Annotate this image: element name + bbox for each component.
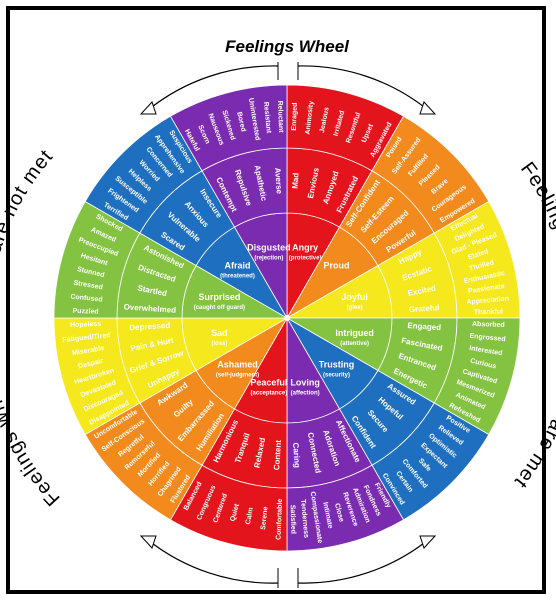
tier3-emotion-label: Serene xyxy=(260,506,270,530)
core-emotion-label: Sad xyxy=(211,328,228,338)
tier3-segment xyxy=(169,84,288,172)
tier2-emotion-label: Content xyxy=(272,439,283,470)
arrow-top-right-icon xyxy=(419,101,437,115)
core-emotion-label: Trusting xyxy=(319,359,355,369)
core-emotion-label: Intrigued xyxy=(335,328,374,338)
tier2-emotion-label: Overwhelmed xyxy=(123,302,176,314)
core-emotion-sublabel: (rejection) xyxy=(254,255,283,261)
core-emotion-sublabel: (attentive) xyxy=(340,341,369,347)
core-emotion-sublabel: (affection) xyxy=(291,391,320,397)
tier3-emotion-label: Tenderness xyxy=(299,499,309,538)
tier3-emotion-label: Hopeless xyxy=(70,321,101,329)
arrow-bottom-right-icon xyxy=(419,535,437,549)
tier3-emotion-label: Jealous xyxy=(319,107,331,134)
wheel-title: Feelings Wheel xyxy=(225,37,350,56)
tier2-emotion-label: Averse xyxy=(273,167,284,194)
core-emotion-sublabel: (protective) xyxy=(289,255,322,261)
core-emotion-sublabel: (caught off guard) xyxy=(194,305,245,311)
bottom-bracket-arc xyxy=(147,539,279,584)
core-emotion-label: Ashamed xyxy=(217,359,258,369)
core-emotion-label: Afraid xyxy=(224,261,250,271)
tier2-emotion-label: Grateful xyxy=(409,303,440,314)
core-emotion-label: Joyful xyxy=(341,292,368,302)
core-emotion-label: Angry xyxy=(292,242,318,252)
tier3-emotion-label: Stressed xyxy=(73,280,103,292)
core-emotion-sublabel: (glee) xyxy=(347,305,363,311)
top-bracket-arc xyxy=(147,65,279,111)
tier3-emotion-label: Enraged xyxy=(291,103,299,131)
core-emotion-sublabel: (loss) xyxy=(211,341,227,347)
tier3-emotion-label: Calm xyxy=(245,507,255,525)
core-emotion-sublabel: (security) xyxy=(323,372,350,378)
tier3-emotion-label: Comfortable xyxy=(276,499,285,541)
tier3-emotion-label: Thankful xyxy=(474,309,503,317)
tier3-emotion-label: Fatigued/Tired xyxy=(62,332,111,344)
tier3-emotion-label: Close xyxy=(333,503,345,523)
tier3-emotion-label: Quiet xyxy=(229,503,241,523)
tier3-emotion-label: Satisfied xyxy=(289,505,297,534)
tier2-emotion-label: Mad xyxy=(291,172,301,189)
tier3-emotion-label: Resistant xyxy=(262,101,272,134)
tier2-emotion-label: Caring xyxy=(291,442,302,468)
top-bracket-arc-right xyxy=(297,65,429,111)
tier3-emotion-label: Bored xyxy=(235,111,246,132)
tier3-emotion-label: Puzzled xyxy=(72,308,98,316)
arrow-top-left-icon xyxy=(139,101,157,115)
tier2-emotion-label: Depressed xyxy=(129,321,171,333)
bottom-bracket-arc-right xyxy=(297,539,429,584)
tier3-emotion-label: Animosity xyxy=(305,100,316,135)
core-emotion-label: Surprised xyxy=(198,292,240,302)
tier3-emotion-label: Appreciation xyxy=(466,295,509,306)
core-emotion-sublabel: (threatened) xyxy=(220,274,255,280)
tier3-emotion-label: Confused xyxy=(70,294,103,304)
core-emotion-sublabel: (acceptance) xyxy=(251,391,288,397)
tier2-emotion-label: Engaged xyxy=(407,321,441,332)
tier3-emotion-label: Engrossed xyxy=(469,333,506,344)
tier3-emotion-label: Reluctant xyxy=(276,101,284,134)
tier3-emotion-label: Absorbed xyxy=(472,321,505,329)
core-emotion-label: Loving xyxy=(290,378,320,388)
core-emotion-sublabel: (self-judgment) xyxy=(216,372,259,378)
arrow-bottom-left-icon xyxy=(139,535,157,549)
wheel-center xyxy=(284,315,290,321)
core-emotion-label: Proud xyxy=(323,261,349,271)
core-emotion-label: Peaceful xyxy=(250,378,287,388)
core-emotion-label: Disgusted xyxy=(247,242,291,252)
